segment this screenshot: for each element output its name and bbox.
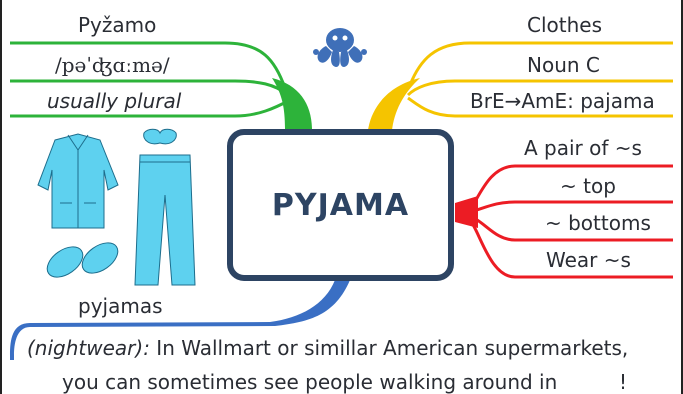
example-sentence-rest: In Wallmart or simillar American superma… [156, 336, 629, 360]
green-item-usage: usually plural [47, 89, 182, 113]
yellow-branch [368, 41, 673, 130]
yellow-branch-trunk [368, 78, 420, 130]
center-box [227, 129, 454, 281]
green-branch-trunk [272, 78, 312, 130]
green-item-pronunciation: /pəˈʤɑːmə/ [55, 53, 170, 77]
blue-branch-label: pyjamas [78, 294, 163, 318]
blue-branch [10, 280, 350, 360]
red-item-collocation-3: ~ bottoms [545, 211, 651, 235]
green-branch [10, 41, 312, 130]
red-item-collocation-4: Wear ~s [546, 248, 631, 272]
example-sentence-line-1: (nightwear): In Wallmart or simillar Ame… [27, 336, 628, 360]
red-branch-trunk [455, 196, 478, 228]
red-item-collocation-2: ~ top [560, 174, 616, 198]
pyjama-pants-icon [134, 154, 196, 286]
sleep-mask-icon [143, 128, 177, 145]
yellow-branch-line-1 [408, 41, 673, 86]
green-item-translation: Pyžamo [78, 13, 157, 37]
pyjama-top-icon [37, 133, 119, 229]
center-title: PYJAMA [271, 187, 410, 223]
red-item-collocation-1: A pair of ~s [524, 136, 642, 160]
example-sentence-line-2: you can sometimes see people walking aro… [62, 370, 558, 394]
red-branch [455, 164, 673, 279]
example-sentence-end: ! [619, 370, 628, 394]
yellow-branch-line-2 [406, 79, 673, 97]
blue-branch-trunk [10, 280, 350, 360]
green-branch-line-1 [10, 41, 287, 89]
yellow-item-category: Clothes [527, 13, 602, 37]
yellow-branch-line-3 [407, 96, 673, 118]
example-sentence-italic: (nightwear): [27, 336, 150, 360]
yellow-item-spelling: BrE→AmE: pajama [470, 89, 655, 113]
yellow-item-word-class: Noun C [527, 53, 600, 77]
slippers-icon [46, 242, 119, 278]
octopus-logo-icon [313, 28, 367, 67]
